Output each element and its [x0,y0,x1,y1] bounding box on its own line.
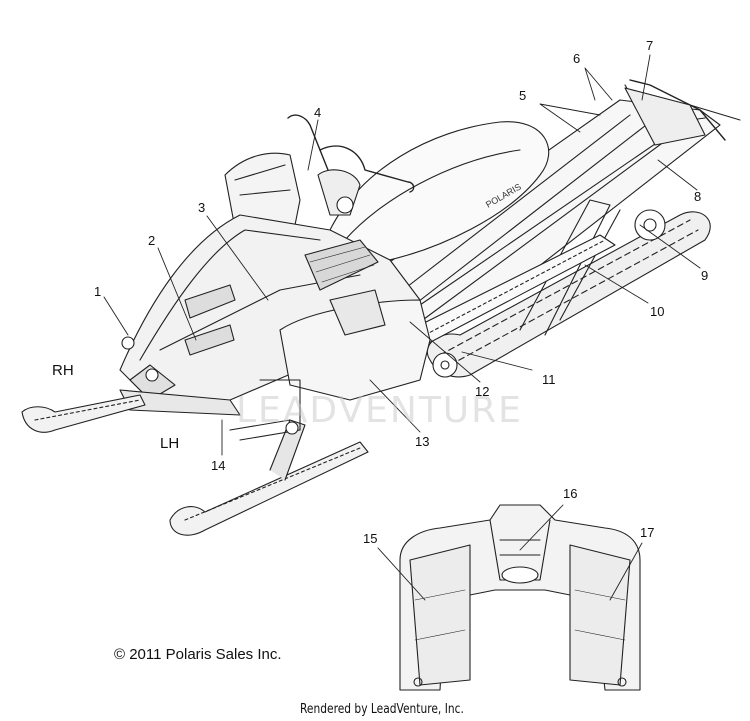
callout-1: 1 [94,284,101,299]
callout-2: 2 [148,233,155,248]
callout-17: 17 [640,525,654,540]
handlebar [287,114,415,216]
tunnel [349,79,741,331]
bottom-view-inset [399,504,641,691]
track [409,199,711,378]
callout-14: 14 [211,458,225,473]
leader-lines [103,54,701,601]
watermark: LEADVENTURE [236,390,523,431]
callout-11: 11 [542,372,556,387]
skis [21,379,369,536]
callout-13: 13 [415,434,429,449]
callout-16: 16 [563,486,577,501]
callout-5: 5 [519,88,526,103]
callout-4: 4 [314,105,321,120]
side-label-rh: RH [52,362,74,379]
hood [119,214,431,416]
rendered-by-text: Rendered by LeadVenture, Inc. [300,702,464,717]
copyright-text: © 2011 Polaris Sales Inc. [114,646,282,663]
callout-8: 8 [694,189,701,204]
callout-12: 12 [475,384,489,399]
side-label-lh: LH [160,435,179,452]
callout-10: 10 [650,304,664,319]
callout-15: 15 [363,531,377,546]
callout-3: 3 [198,200,205,215]
callout-numbers: 1 2 3 4 5 6 7 8 9 10 11 12 13 14 15 16 1… [52,38,708,546]
callout-9: 9 [701,268,708,283]
callout-7: 7 [646,38,653,53]
callout-6: 6 [573,51,580,66]
